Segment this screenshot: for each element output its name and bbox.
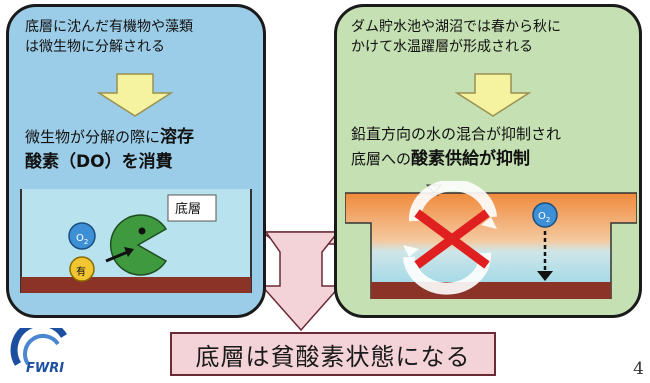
- left-panel: 底層に沈んだ有機物や藻類 は微生物に分解される 微生物が分解の際に溶存 酸素（D…: [6, 4, 266, 318]
- left-o2-sub: 2: [83, 238, 89, 246]
- left-down-arrow: [97, 73, 173, 117]
- logo-text: FWRI: [26, 361, 64, 374]
- right-line-3: 鉛直方向の水の混合が抑制され: [351, 125, 562, 143]
- right-line-4: 底層への酸素供給が抑制: [351, 150, 530, 169]
- left-line-3-bold: 溶存: [160, 127, 195, 147]
- left-scene: [20, 189, 252, 293]
- left-line-1: 底層に沈んだ有機物や藻類: [25, 19, 193, 35]
- left-scene-label: 底層: [175, 202, 202, 217]
- right-line-4-bold: 酸素供給が抑制: [411, 149, 531, 169]
- fwri-logo: FWRI: [10, 328, 67, 374]
- page-number: 4: [633, 359, 644, 379]
- right-line-1: ダム貯水池や湖沼では春から秋に: [351, 19, 561, 35]
- right-line-2: かけて水温躍層が形成される: [351, 39, 533, 55]
- cross-mark-icon: [414, 209, 490, 269]
- right-sediment: [371, 282, 611, 299]
- right-o2-label: O2: [538, 207, 550, 230]
- left-line-3-plain: 微生物が分解の際に: [25, 128, 161, 146]
- right-o2-sub: 2: [545, 216, 551, 224]
- left-organic-label: 有: [76, 267, 86, 278]
- right-scene: [345, 181, 637, 299]
- pacman-microbe: [109, 214, 168, 276]
- result-text: 底層は貧酸素状態になる: [195, 342, 471, 371]
- result-box: 底層は貧酸素状態になる: [170, 332, 496, 376]
- mixing-circulation-icon: [403, 181, 497, 295]
- organic-matter: [69, 256, 95, 282]
- right-down-arrow: [455, 73, 531, 117]
- left-line-2: は微生物に分解される: [25, 39, 165, 55]
- right-line-4-plain: 底層への: [351, 150, 412, 168]
- right-o2-bubble: [532, 202, 558, 228]
- left-o2-label: O2: [76, 229, 88, 252]
- o2-bubble: [68, 222, 96, 250]
- left-line-3: 微生物が分解の際に溶存: [25, 125, 194, 149]
- left-line-4: 酸素（DO）を消費: [25, 152, 173, 172]
- left-o2-letter: O: [76, 233, 84, 244]
- right-panel: ダム貯水池や湖沼では春から秋に かけて水温躍層が形成される 鉛直方向の水の混合が…: [334, 4, 642, 318]
- right-o2-letter: O: [538, 211, 546, 222]
- sediment-layer: [21, 277, 251, 293]
- consume-arrow: [105, 249, 131, 263]
